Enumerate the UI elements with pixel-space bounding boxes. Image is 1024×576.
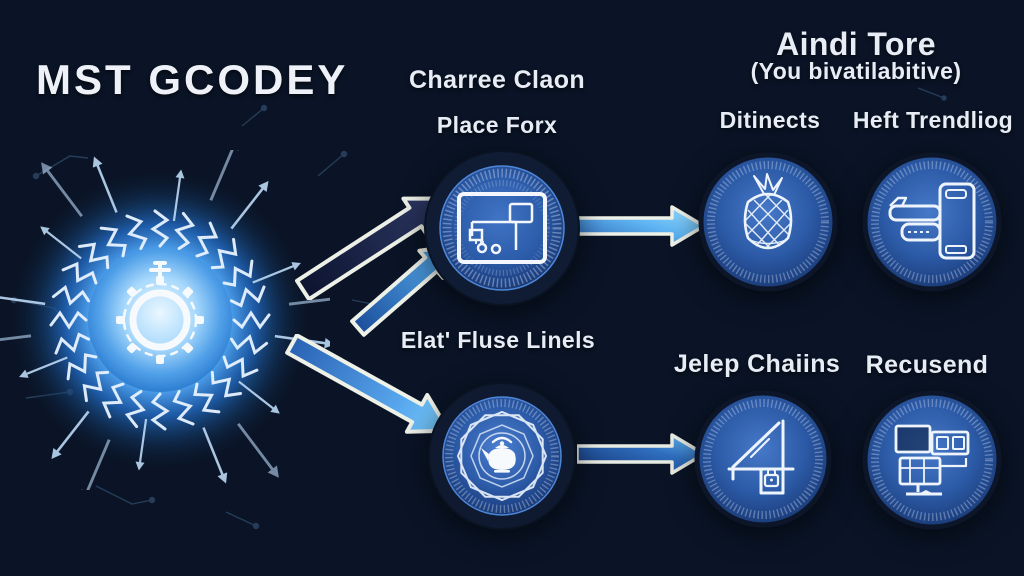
pineapple-lattice-icon xyxy=(698,152,838,292)
item-label-jelep-chaiins: Jelep Chaiins xyxy=(673,350,841,378)
item-label-recusend: Recusend xyxy=(865,351,989,379)
workstation-icon xyxy=(862,390,1002,530)
blue-right-arrow-bottom xyxy=(577,433,706,475)
stage1-label-line2: Place Forx xyxy=(436,112,558,138)
blue-down-arrow xyxy=(285,334,451,434)
right-panel-subheader: (You bivatilabitive) xyxy=(750,58,962,84)
machine-unit-icon xyxy=(862,152,1002,292)
gear-icon xyxy=(116,261,204,364)
stage1-label-line1: Charree Claon xyxy=(408,66,586,94)
drafting-four-lock-icon xyxy=(694,390,832,528)
teapot-icon xyxy=(481,436,516,473)
teapot-octagram-seal-icon xyxy=(428,382,576,530)
circuit-schematic-seal-icon xyxy=(424,150,580,306)
item-label-ditinects: Ditinects xyxy=(719,107,821,133)
item-label-heft-trendliog: Heft Trendliog xyxy=(852,107,1014,133)
schematic-icon xyxy=(457,192,547,264)
blue-right-arrow-top xyxy=(577,205,706,247)
page-title: MST GCODEY xyxy=(36,56,349,103)
radiant-gear-burst-icon xyxy=(0,150,330,490)
stage2-label: Elat' Fluse Linels xyxy=(400,327,596,353)
right-panel-header: Aindi Tore xyxy=(776,26,936,62)
